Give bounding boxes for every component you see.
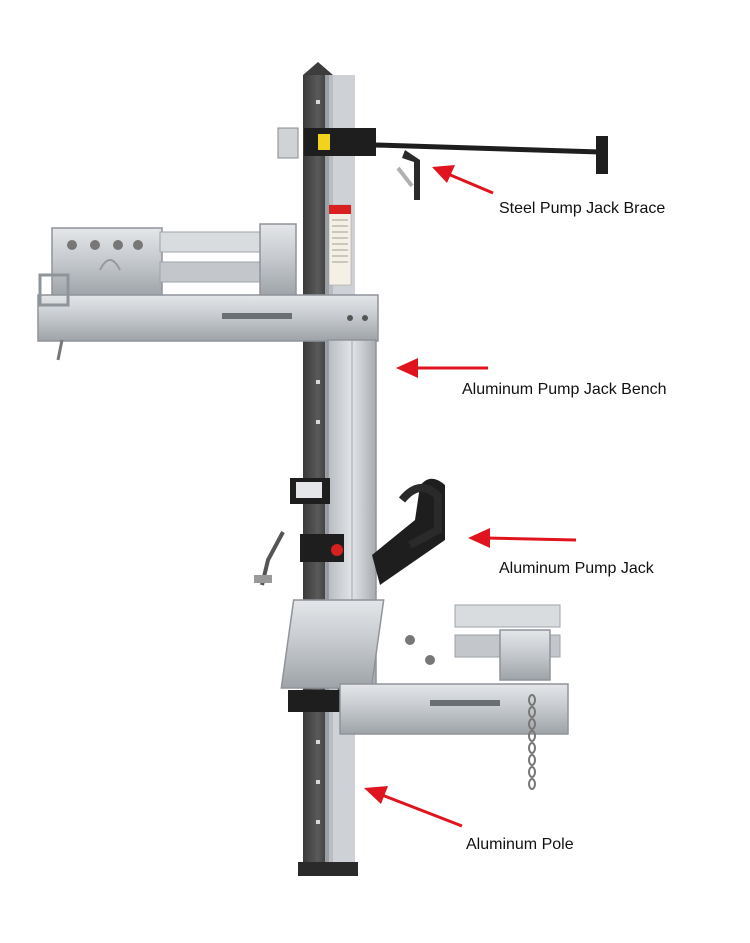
release-knob-icon <box>331 544 343 556</box>
arrow-icon <box>432 165 494 195</box>
label-aluminum-pump-jack: Aluminum Pump Jack <box>499 560 654 577</box>
arrow-icon <box>396 358 488 378</box>
arrow-icon <box>364 786 463 828</box>
danger-sticker <box>328 204 352 286</box>
label-aluminum-pump-jack-bench: Aluminum Pump Jack Bench <box>462 381 667 398</box>
steel-pump-jack-brace <box>277 127 608 200</box>
arrow-icon <box>468 528 577 548</box>
label-steel-pump-jack-brace: Steel Pump Jack Brace <box>499 200 666 217</box>
chain-icon <box>528 694 536 790</box>
aluminum-pump-jack-bench <box>37 223 379 361</box>
lower-bench <box>280 599 569 790</box>
callout-arrows <box>364 165 577 828</box>
label-aluminum-pole: Aluminum Pole <box>466 836 574 853</box>
